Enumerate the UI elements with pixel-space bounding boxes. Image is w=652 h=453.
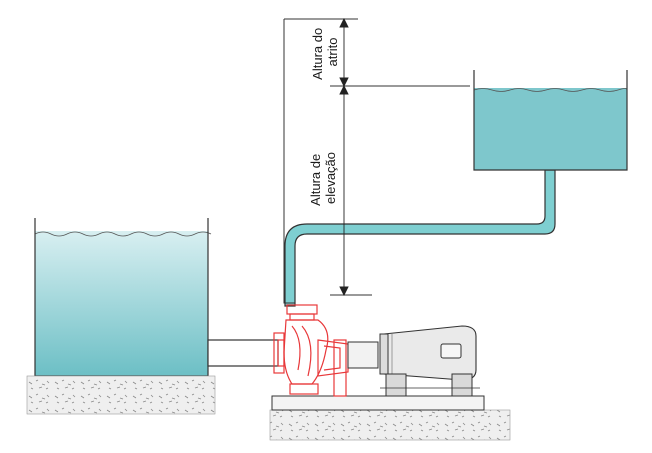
suction-pipe [207, 339, 279, 367]
motor-foot-right [451, 373, 473, 397]
supply-tank [34, 218, 212, 377]
elevation-head-label: Altura de elevação [308, 150, 338, 206]
base-plate [271, 395, 485, 411]
electric-motor [379, 325, 480, 397]
discharge-tank-wall [473, 70, 628, 171]
discharge-water-surface [473, 88, 628, 92]
centrifugal-pump [273, 304, 349, 397]
coupling [347, 341, 379, 369]
supply-tank-foundation [26, 375, 216, 415]
friction-head-label: Altura do atrito [310, 24, 340, 80]
discharge-tank [473, 70, 628, 171]
head-measurement-board [283, 18, 470, 304]
supply-water-surface [34, 231, 212, 237]
elevation-head-dimension [339, 84, 349, 297]
motor-foot-left [385, 373, 407, 397]
pump-foundation [269, 409, 511, 441]
friction-head-dimension [339, 17, 349, 88]
motor-terminal-box [440, 343, 462, 359]
